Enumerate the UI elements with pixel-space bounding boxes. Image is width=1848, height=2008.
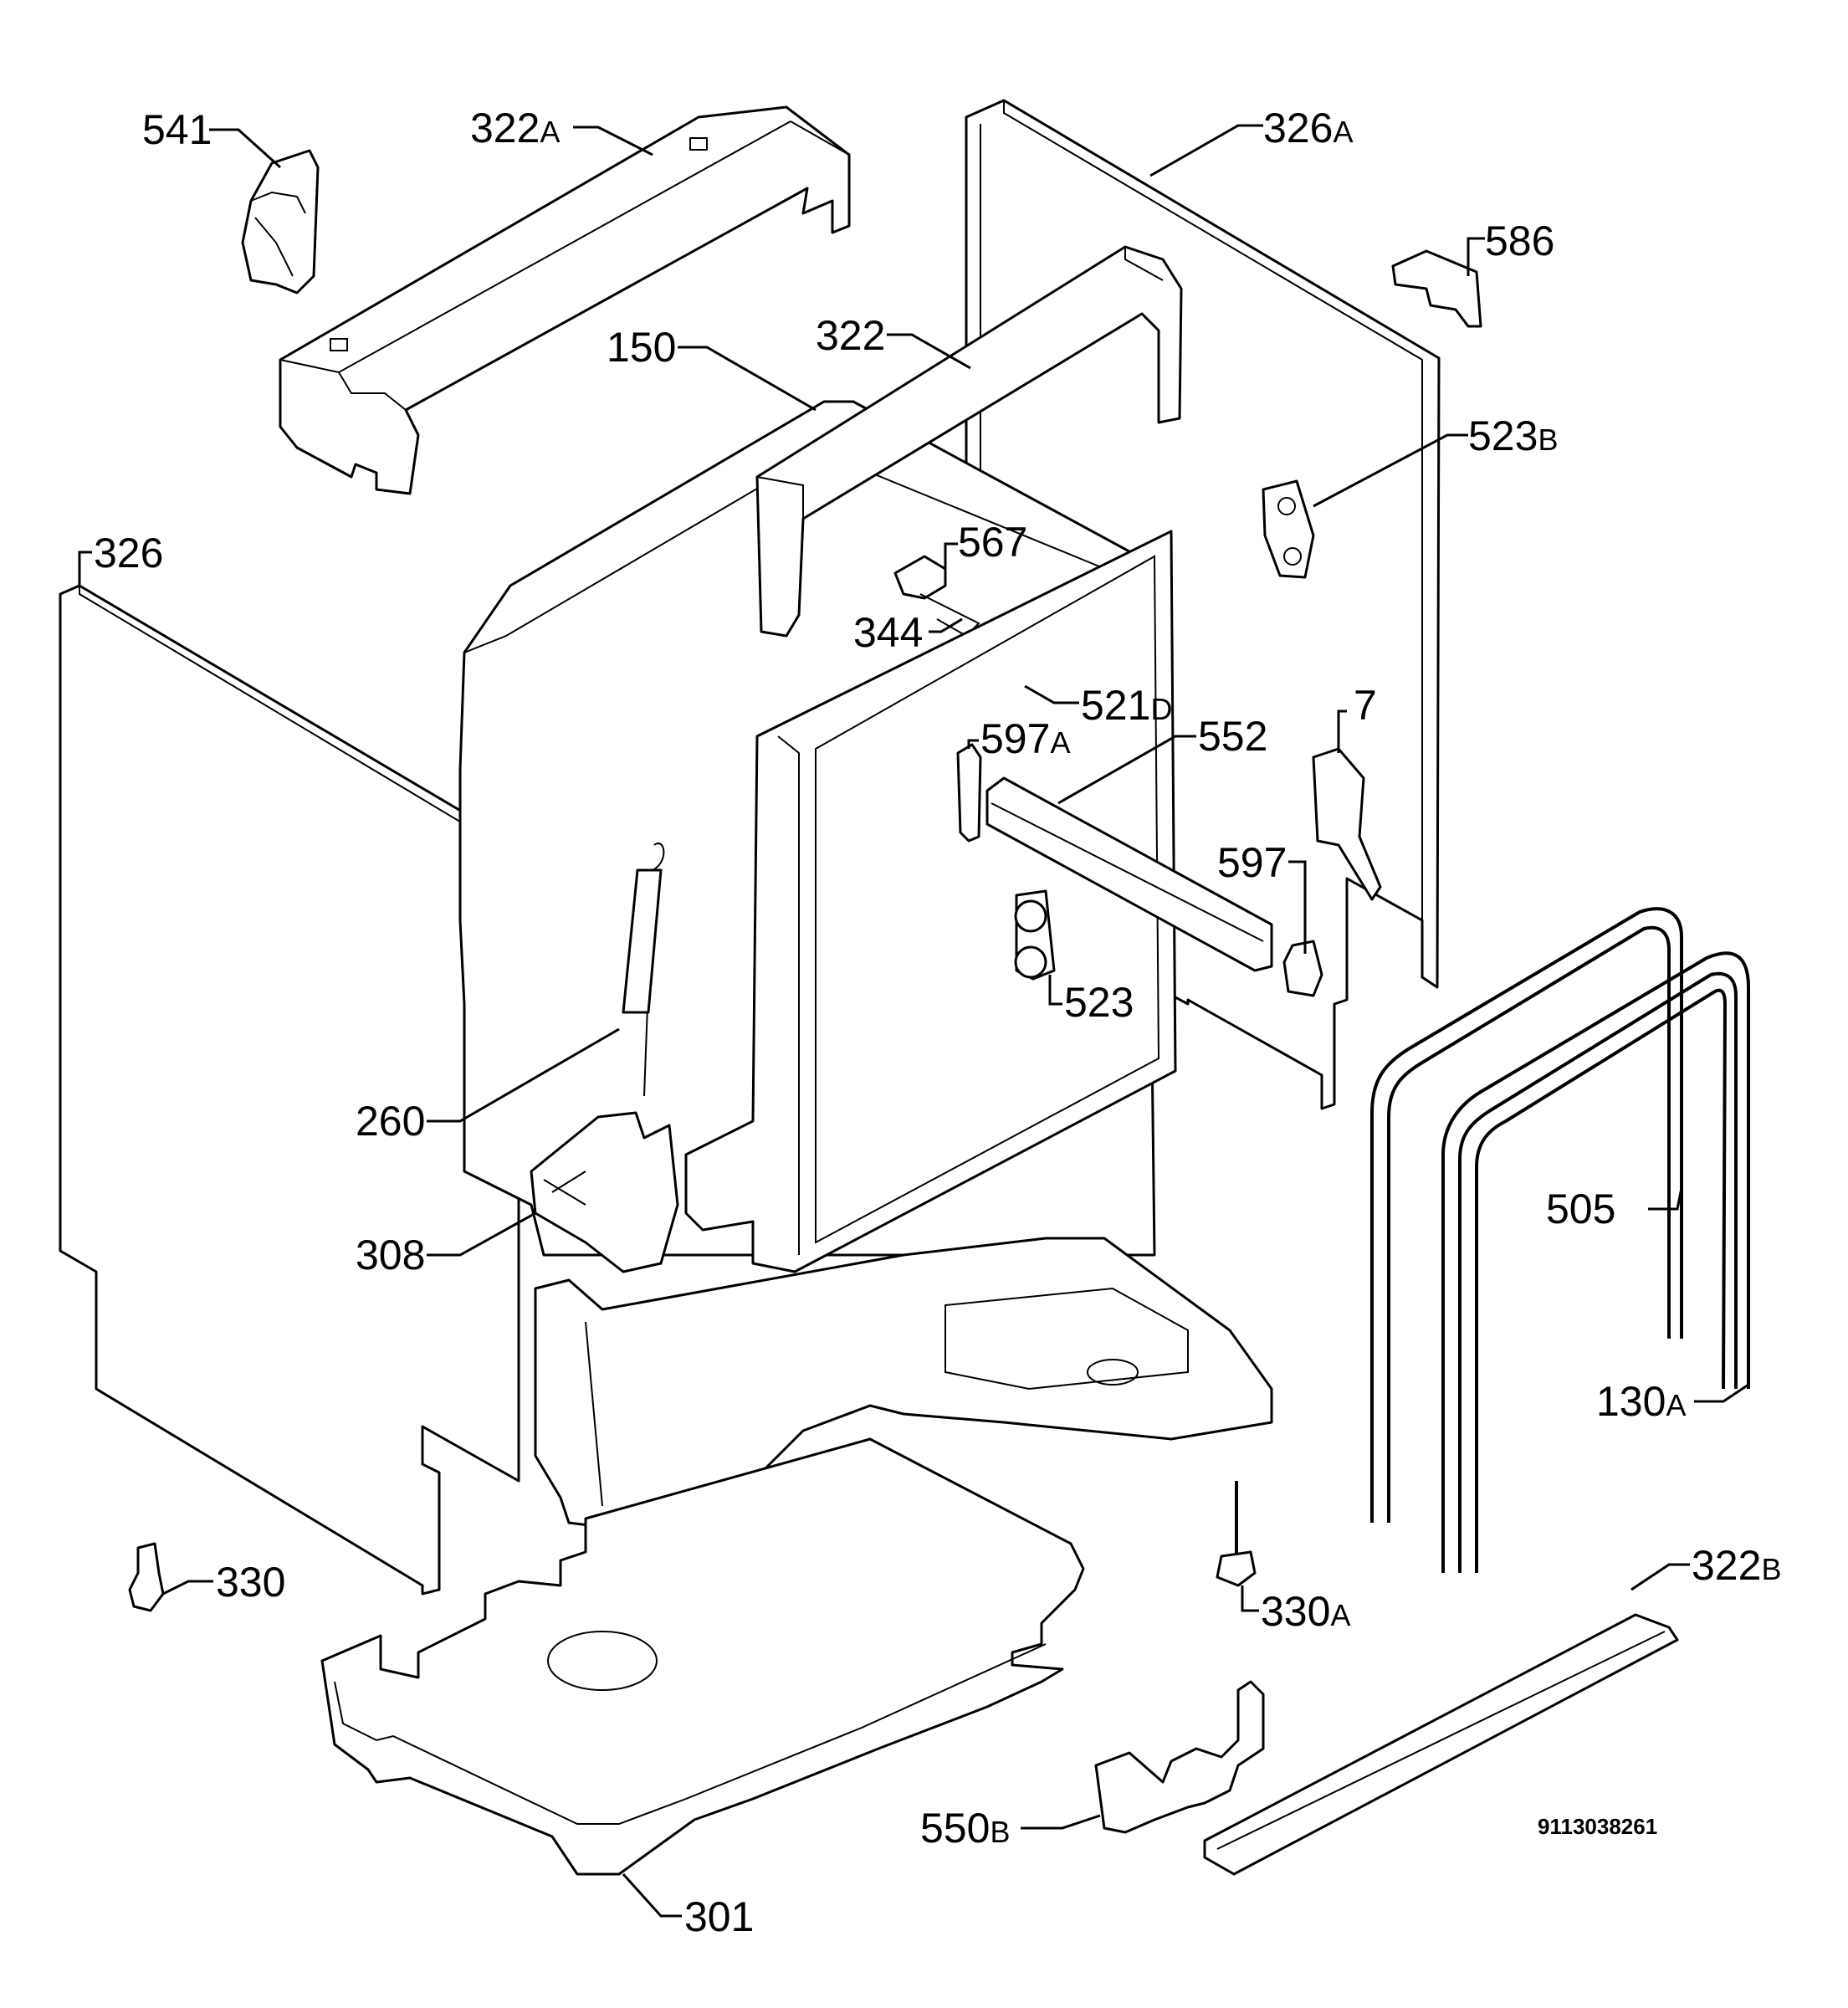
leader-541: [209, 128, 282, 169]
leader-523b: [1313, 433, 1468, 508]
leader-130a: [1694, 1383, 1749, 1403]
leader-150: [678, 346, 816, 412]
part-541-clip: [241, 149, 320, 295]
callout-597: 597: [1217, 839, 1287, 886]
leader-586: [1467, 237, 1485, 276]
callout-552: 552: [1198, 713, 1267, 760]
leader-lines: [78, 124, 1749, 1918]
leader-505: [1648, 1187, 1683, 1211]
part-7-hinge: [1312, 747, 1382, 901]
callout-150: 150: [607, 324, 676, 371]
callout-326a: 326A: [1263, 105, 1353, 151]
leader-552: [1057, 735, 1196, 805]
callout-322a: 322A: [470, 105, 560, 151]
part-260-spring: [622, 843, 665, 1097]
part-301-base-pan: [320, 1437, 1085, 1876]
callout-521d: 521D: [1081, 682, 1172, 729]
leader-322b: [1630, 1563, 1690, 1591]
leader-308: [427, 1211, 536, 1257]
callout-301: 301: [684, 1893, 754, 1940]
callout-7: 7: [1354, 682, 1377, 729]
callout-541: 541: [142, 106, 212, 153]
leader-330a: [1241, 1585, 1259, 1612]
part-308-hinge: [530, 1111, 679, 1273]
callout-505: 505: [1546, 1186, 1615, 1232]
part-552-rail: [985, 776, 1273, 972]
callout-523b: 523B: [1468, 412, 1558, 459]
part-523b-pad: [1262, 479, 1315, 579]
part-330-foot: [128, 1542, 165, 1612]
leader-260: [427, 1027, 620, 1123]
callout-586: 586: [1485, 218, 1554, 264]
callout-550b: 550B: [920, 1805, 1010, 1852]
callout-523: 523: [1064, 979, 1134, 1026]
callout-330a: 330A: [1261, 1588, 1350, 1635]
part-130a-seal: [1441, 951, 1750, 1573]
leader-326: [78, 551, 92, 586]
leader-521d: [1024, 684, 1079, 704]
leader-567: [944, 542, 958, 569]
leader-550b: [1021, 1814, 1101, 1830]
part-326-side-panel: [59, 584, 520, 1596]
part-550b-bracket: [1094, 1680, 1265, 1834]
leader-322a: [573, 126, 653, 156]
callout-344: 344: [853, 609, 923, 656]
leader-7: [1337, 709, 1347, 753]
part-322b-strip: [1203, 1613, 1679, 1876]
callout-330: 330: [216, 1559, 285, 1606]
callout-130a: 130A: [1596, 1378, 1686, 1425]
callout-326: 326: [94, 530, 163, 576]
leader-344: [929, 617, 963, 633]
part-597-clip: [1282, 940, 1323, 997]
part-586-bracket: [1391, 249, 1482, 328]
callout-260: 260: [356, 1098, 425, 1145]
callout-567: 567: [958, 519, 1027, 566]
leader-330: [162, 1580, 213, 1596]
callout-labels: 541 322A 326A 586 150 322 523B 326 567 3…: [94, 105, 1781, 1940]
leader-326a: [1149, 124, 1263, 177]
leader-597: [1288, 860, 1307, 954]
leader-523: [1048, 975, 1062, 1006]
part-523-bushing: [1014, 889, 1056, 981]
callout-597a: 597A: [980, 715, 1070, 762]
leader-597a: [967, 739, 979, 749]
part-597a-pin: [956, 743, 982, 843]
part-322-arch-frame: [755, 245, 1183, 638]
leader-322: [887, 333, 971, 370]
leader-301: [622, 1872, 682, 1918]
part-505-seal: [1370, 907, 1683, 1523]
part-330a-foot: [1216, 1481, 1257, 1587]
document-number: 9113038261: [1538, 1814, 1657, 1839]
part-322a-top-frame: [279, 105, 851, 495]
callout-322b: 322B: [1692, 1542, 1781, 1589]
callout-308: 308: [356, 1232, 425, 1278]
callout-322: 322: [816, 312, 885, 359]
